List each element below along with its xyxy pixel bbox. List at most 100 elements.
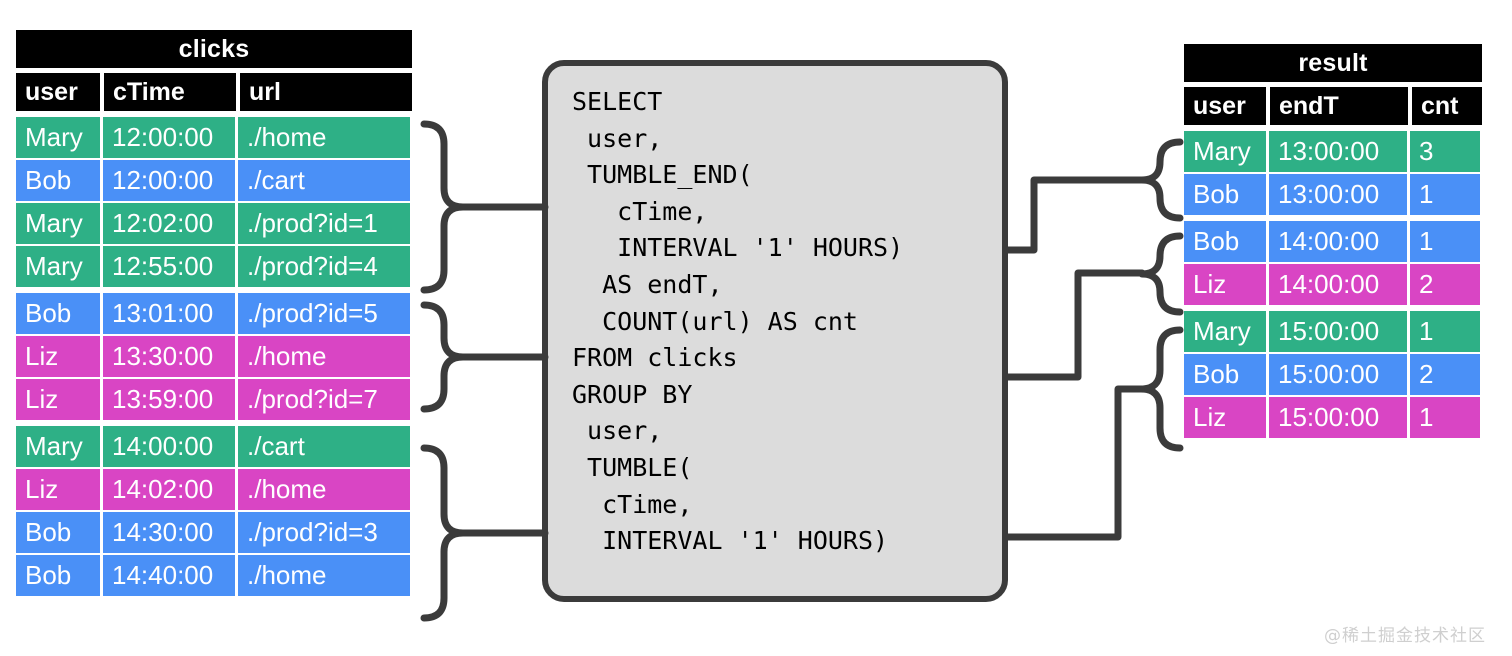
cell-user: Mary <box>16 426 100 467</box>
cell-user: Mary <box>16 117 100 158</box>
clicks-table-title: clicks <box>16 30 412 68</box>
sql-query-box: SELECT user, TUMBLE_END( cTime, INTERVAL… <box>542 60 1008 602</box>
cell-user: Liz <box>16 336 100 377</box>
cell-user: Bob <box>16 512 100 553</box>
cell-cTime: 12:55:00 <box>103 246 235 287</box>
cell-cTime: 13:01:00 <box>103 293 235 334</box>
cell-cnt: 1 <box>1410 174 1480 215</box>
cell-url: ./cart <box>238 160 410 201</box>
cell-endT: 14:00:00 <box>1269 264 1407 305</box>
right-connector-group-3 <box>1004 385 1145 541</box>
cell-cnt: 1 <box>1410 221 1480 262</box>
cell-user: Mary <box>1184 311 1266 352</box>
cell-user: Liz <box>1184 397 1266 438</box>
result-column-header-user: user <box>1184 87 1266 125</box>
cell-user: Bob <box>16 555 100 596</box>
cell-cTime: 12:00:00 <box>103 160 235 201</box>
cell-cnt: 1 <box>1410 397 1480 438</box>
cell-cTime: 14:00:00 <box>103 426 235 467</box>
cell-user: Bob <box>16 160 100 201</box>
clicks-column-header-user: user <box>16 73 100 111</box>
cell-endT: 15:00:00 <box>1269 397 1407 438</box>
cell-cTime: 13:30:00 <box>103 336 235 377</box>
cell-cTime: 14:40:00 <box>103 555 235 596</box>
right-connector-group-2 <box>1004 269 1146 381</box>
sql-query-text: SELECT user, TUMBLE_END( cTime, INTERVAL… <box>572 87 904 556</box>
cell-endT: 13:00:00 <box>1269 131 1407 172</box>
clicks-column-header-url: url <box>240 73 412 111</box>
result-column-header-cnt: cnt <box>1412 87 1482 125</box>
result-table-header-row: user endT cnt <box>1184 87 1482 125</box>
cell-cTime: 12:02:00 <box>103 203 235 244</box>
result-column-header-endt: endT <box>1270 87 1408 125</box>
clicks-table-header-row: user cTime url <box>16 73 412 111</box>
cell-url: ./prod?id=7 <box>238 379 410 420</box>
cell-cTime: 14:02:00 <box>103 469 235 510</box>
cell-cnt: 1 <box>1410 311 1480 352</box>
left-bracket-group-2 <box>420 301 467 413</box>
cell-endT: 14:00:00 <box>1269 221 1407 262</box>
cell-cnt: 2 <box>1410 354 1480 395</box>
right-connector-group-1 <box>1004 176 1146 254</box>
cell-url: ./cart <box>238 426 410 467</box>
cell-url: ./home <box>238 336 410 377</box>
cell-url: ./home <box>238 469 410 510</box>
cell-user: Bob <box>1184 221 1266 262</box>
cell-user: Liz <box>1184 264 1266 305</box>
result-table-title: result <box>1184 44 1482 82</box>
cell-user: Liz <box>16 379 100 420</box>
cell-cTime: 13:59:00 <box>103 379 235 420</box>
cell-endT: 15:00:00 <box>1269 311 1407 352</box>
right-bracket-group-2 <box>1138 232 1184 316</box>
cell-cTime: 14:30:00 <box>103 512 235 553</box>
cell-user: Mary <box>1184 131 1266 172</box>
right-bracket-group-3 <box>1137 326 1184 452</box>
watermark: @稀土掘金技术社区 <box>1324 626 1486 646</box>
cell-cnt: 3 <box>1410 131 1480 172</box>
left-bracket-group-3 <box>420 444 467 622</box>
cell-endT: 15:00:00 <box>1269 354 1407 395</box>
cell-url: ./prod?id=1 <box>238 203 410 244</box>
clicks-column-header-ctime: cTime <box>104 73 236 111</box>
cell-user: Bob <box>1184 354 1266 395</box>
cell-user: Mary <box>16 203 100 244</box>
cell-url: ./prod?id=3 <box>238 512 410 553</box>
cell-cnt: 2 <box>1410 264 1480 305</box>
cell-user: Mary <box>16 246 100 287</box>
right-bracket-group-1 <box>1138 138 1184 222</box>
cell-url: ./home <box>238 117 410 158</box>
cell-url: ./home <box>238 555 410 596</box>
cell-user: Bob <box>16 293 100 334</box>
cell-user: Liz <box>16 469 100 510</box>
cell-endT: 13:00:00 <box>1269 174 1407 215</box>
left-bracket-group-1 <box>420 120 467 294</box>
